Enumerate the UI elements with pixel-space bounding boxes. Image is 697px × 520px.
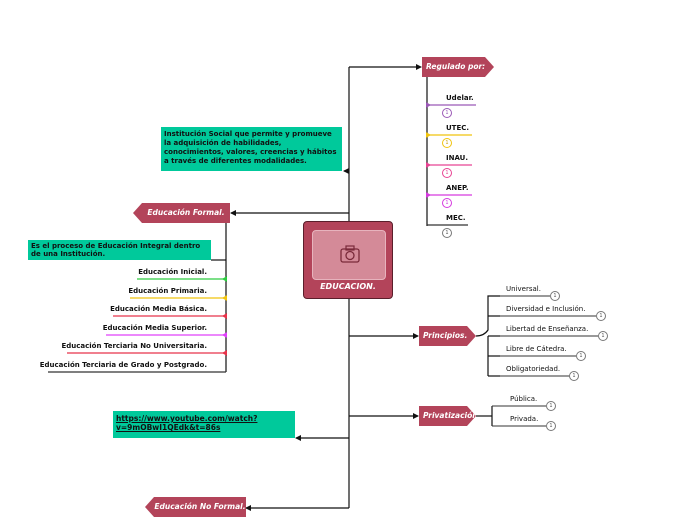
formal-note[interactable]: Es el proceso de Educación Integral dent… — [28, 240, 211, 260]
regulado-item-udelar[interactable]: Udelar. — [446, 94, 474, 102]
count-badge[interactable]: 1 — [550, 291, 560, 301]
principio-obligatoriedad[interactable]: Obligatoriedad. — [506, 365, 561, 373]
formal-item-inicial[interactable]: Educación Inicial. — [138, 268, 207, 276]
formal-node[interactable]: Educación Formal. — [133, 203, 230, 223]
formal-item-terciaria-no-universitaria[interactable]: Educación Terciaria No Universitaria. — [61, 342, 207, 350]
count-badge[interactable]: 1 — [442, 168, 452, 178]
principio-universal[interactable]: Universal. — [506, 285, 541, 293]
principio-libertad[interactable]: Libertad de Enseñanza. — [506, 325, 589, 333]
formal-item-media-superior[interactable]: Educación Media Superior. — [102, 324, 207, 332]
regulado-node[interactable]: Regulado por: — [422, 57, 494, 77]
privatizacion-privada[interactable]: Privada. — [510, 415, 539, 423]
regulado-item-inau[interactable]: INAU. — [446, 154, 469, 162]
count-badge[interactable]: 1 — [598, 331, 608, 341]
video-link-note[interactable]: https://www.youtube.com/watch?v=9mOBwI1Q… — [113, 411, 295, 438]
count-badge[interactable]: 1 — [442, 228, 452, 238]
central-node[interactable]: EDUCACION. — [303, 221, 393, 299]
principio-libre-catedra[interactable]: Libre de Cátedra. — [506, 345, 567, 353]
regulado-item-utec[interactable]: UTEC. — [446, 124, 470, 132]
video-link[interactable]: https://www.youtube.com/watch?v=9mOBwI1Q… — [116, 414, 258, 432]
central-label: EDUCACION. — [320, 282, 376, 291]
count-badge[interactable]: 1 — [442, 108, 452, 118]
count-badge[interactable]: 1 — [442, 138, 452, 148]
privatizacion-publica[interactable]: Pública. — [510, 395, 538, 403]
count-badge[interactable]: 1 — [569, 371, 579, 381]
principio-diversidad[interactable]: Diversidad e Inclusión. — [506, 305, 586, 313]
privatizacion-node[interactable]: Privatización. — [419, 406, 476, 426]
count-badge[interactable]: 1 — [546, 401, 556, 411]
definition-note[interactable]: Institución Social que permite y promuev… — [161, 127, 342, 171]
regulado-item-anep[interactable]: ANEP. — [446, 184, 469, 192]
count-badge[interactable]: 1 — [546, 421, 556, 431]
count-badge[interactable]: 1 — [576, 351, 586, 361]
regulado-item-mec[interactable]: MEC. — [446, 214, 466, 222]
no-formal-node[interactable]: Educación No Formal. — [145, 497, 246, 517]
camera-icon — [340, 245, 360, 263]
count-badge[interactable]: 1 — [442, 198, 452, 208]
formal-item-primaria[interactable]: Educación Primaria. — [128, 287, 207, 295]
image-placeholder[interactable] — [312, 230, 386, 280]
count-badge[interactable]: 1 — [596, 311, 606, 321]
formal-item-terciaria-grado[interactable]: Educación Terciaria de Grado y Postgrado… — [39, 361, 207, 369]
formal-item-media-basica[interactable]: Educación Media Básica. — [110, 305, 207, 313]
principios-node[interactable]: Principios. — [419, 326, 476, 346]
